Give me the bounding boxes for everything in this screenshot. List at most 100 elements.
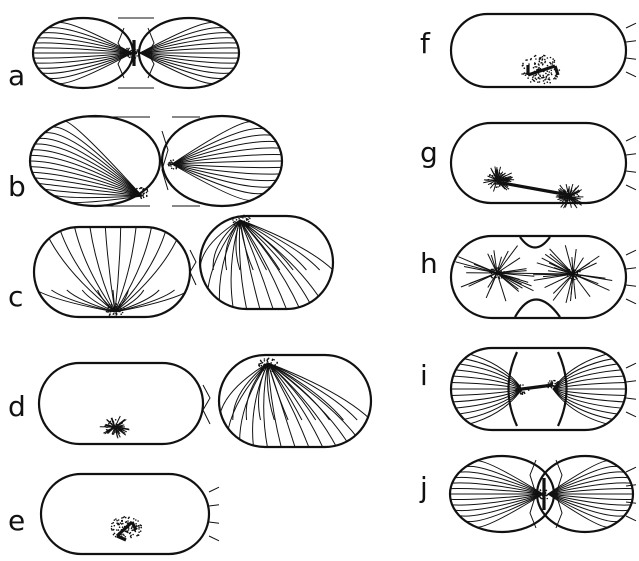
e-stipple-dot xyxy=(124,516,126,518)
g-flagellum xyxy=(626,136,636,141)
c2-stipple-dot xyxy=(244,216,246,218)
e-stipple-dot xyxy=(121,517,123,519)
e-stipple-dot xyxy=(113,534,115,536)
g-right-stipple-dot xyxy=(567,197,569,199)
g-right-stipple-dot xyxy=(564,196,566,198)
f-stipple-dot xyxy=(521,73,523,75)
d-stipple-dot xyxy=(109,425,111,427)
d2-stipple-dot xyxy=(272,368,274,370)
panel-a-drawing xyxy=(33,18,239,88)
f-stipple-dot xyxy=(533,67,535,69)
a-stipple-dot xyxy=(134,48,136,50)
c2-stipple-dot xyxy=(244,225,246,227)
f-stipple-dot xyxy=(540,62,542,64)
f-stipple-dot xyxy=(544,83,546,85)
f-stipple-dot xyxy=(541,77,543,79)
e-stipple-dot xyxy=(114,533,116,535)
f-flagellum xyxy=(626,41,636,42)
d2-stipple-dot xyxy=(263,364,265,366)
i-right-stipple-dot xyxy=(547,387,549,389)
panel-j-drawing xyxy=(450,456,636,532)
h-right-stipple-dot xyxy=(574,276,576,278)
j-stipple-dot xyxy=(540,493,542,495)
d2-stipple-dot xyxy=(260,363,262,365)
e-stipple-dot xyxy=(122,526,124,528)
f-stipple-dot xyxy=(530,59,532,61)
panel-label-a: a xyxy=(8,59,25,92)
c2-stipple-dot xyxy=(240,227,242,229)
h-right-stipple-dot xyxy=(575,274,577,276)
j-stipple-dot xyxy=(540,498,542,500)
e-stipple-dot xyxy=(125,536,127,538)
b-right-fiber xyxy=(172,155,281,164)
c2-stipple-dot xyxy=(248,221,250,223)
d2-stipple-dot xyxy=(261,369,263,371)
c-stipple-dot xyxy=(113,313,115,315)
h-right-stipple-dot xyxy=(574,269,576,271)
e-stipple-dot xyxy=(118,524,120,526)
f-stipple-dot xyxy=(547,81,549,83)
f-stipple-dot xyxy=(536,66,538,68)
f-stipple-dot xyxy=(522,64,524,66)
d-stipple-dot xyxy=(111,427,113,429)
b-right-fiber xyxy=(172,128,264,164)
c2-stipple-dot xyxy=(244,220,246,222)
c-stipple-dot xyxy=(122,312,124,314)
g-left-stipple-dot xyxy=(501,179,503,181)
c-stipple-dot xyxy=(117,306,119,308)
i-fiber xyxy=(553,389,626,396)
e-stipple-dot xyxy=(131,528,133,530)
i-left-stipple-dot xyxy=(516,388,518,390)
g-left-stipple-dot xyxy=(493,177,495,179)
g-right-stipple-dot xyxy=(571,195,573,197)
a-stipple-dot xyxy=(133,55,135,57)
b-stipple-dot xyxy=(147,190,149,192)
a-stipple-dot xyxy=(128,49,130,51)
c2-stipple-dot xyxy=(247,219,249,221)
h-flagellum xyxy=(626,250,636,255)
b2-stipple-dot xyxy=(170,160,172,162)
d2-stipple-dot xyxy=(266,366,268,368)
h-left-stipple-dot xyxy=(501,277,503,279)
h-left-stipple-dot xyxy=(497,274,499,276)
d2-stipple-dot xyxy=(268,368,270,370)
a-stipple-dot xyxy=(125,52,127,54)
e-stipple-dot xyxy=(120,522,122,524)
f-stipple-dot xyxy=(536,79,538,81)
h-right-stipple-dot xyxy=(573,274,575,276)
h-left-stipple-dot xyxy=(493,271,495,273)
c-stipple-dot xyxy=(118,311,120,313)
c-right-cell-outline xyxy=(200,216,333,309)
c2-stipple-dot xyxy=(248,225,250,227)
d-stipple-dot xyxy=(119,423,121,425)
b2-stipple-dot xyxy=(171,161,173,163)
f-stipple-dot xyxy=(525,74,527,76)
g-right-stipple-dot xyxy=(578,195,580,197)
h-right-stipple-dot xyxy=(574,279,576,281)
j-stipple-dot xyxy=(546,498,548,500)
a-stipple-dot xyxy=(127,56,129,58)
f-stipple-dot xyxy=(539,74,541,76)
b2-stipple-dot xyxy=(171,168,173,170)
b-stipple-dot xyxy=(142,195,144,197)
f-cell-outline xyxy=(451,14,626,87)
f-flagellum xyxy=(626,72,636,77)
c-left-fiber xyxy=(115,227,136,312)
d2-stipple-dot xyxy=(261,362,263,364)
d-stipple-dot xyxy=(117,425,119,427)
f-stipple-dot xyxy=(532,79,534,81)
i-flagellum xyxy=(626,398,636,399)
j-stipple-dot xyxy=(544,490,546,492)
g-right-stipple-dot xyxy=(572,194,574,196)
h-left-stipple-dot xyxy=(491,277,493,279)
i-left-stipple-dot xyxy=(517,385,519,387)
panel-label-c: c xyxy=(8,280,23,313)
h-right-stipple-dot xyxy=(570,272,572,274)
h-left-stipple-dot xyxy=(491,273,493,275)
i-right-stipple-dot xyxy=(549,384,551,386)
f-stipple-dot xyxy=(527,77,529,79)
d-stipple-dot xyxy=(122,428,124,430)
h-left-stipple-dot xyxy=(495,277,497,279)
b-stipple-dot xyxy=(139,194,141,196)
